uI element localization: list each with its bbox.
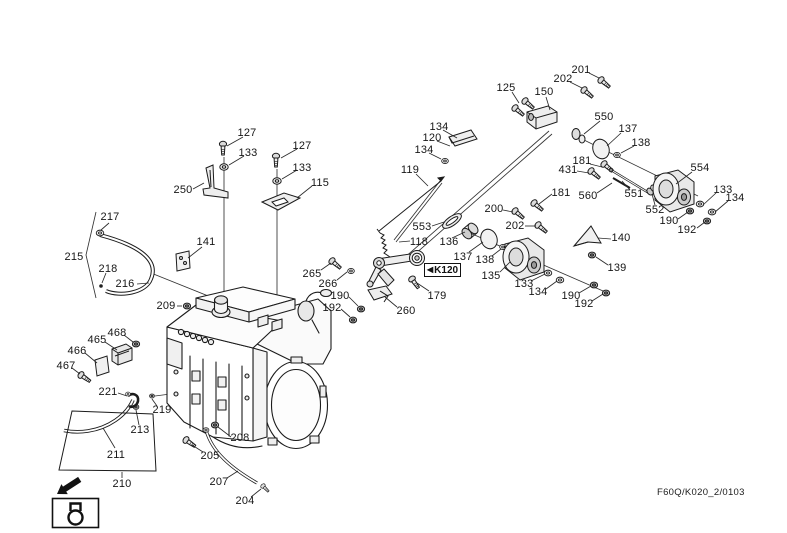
part-208-nut [210, 421, 220, 429]
part-115-bracket [260, 192, 302, 211]
part-200-bolt [510, 206, 527, 222]
brace-215 [85, 211, 97, 299]
part-127-bolt [218, 140, 228, 156]
part-266-washer [347, 268, 355, 274]
part-118-spring [376, 176, 446, 260]
parts [63, 75, 717, 494]
part-216-belt [95, 229, 155, 296]
part-179-bolt [407, 274, 422, 291]
part-141-plate [175, 250, 191, 272]
part-466-plate [94, 355, 110, 377]
part-192-nut [348, 316, 358, 324]
part-139-nut [587, 251, 597, 259]
injection-pump [166, 337, 183, 370]
part-207-tube [202, 427, 258, 485]
oil-pan [212, 436, 263, 449]
part-190-nut [589, 281, 599, 289]
part-468-nut [131, 340, 141, 348]
part-133-washer [272, 177, 282, 185]
part-lever-bellcrank [366, 250, 425, 288]
part-137-disc [480, 228, 498, 250]
turbo-elbow [319, 288, 333, 298]
part-137-disc [592, 138, 610, 160]
part-211-tube [63, 399, 135, 434]
part-465-clamp [111, 343, 133, 366]
part-120-clip [448, 129, 478, 147]
part-125-bolt [520, 96, 537, 112]
part-119-rod [378, 180, 442, 232]
part-219-clip [149, 393, 155, 399]
part-135-motor [502, 237, 545, 281]
part-202-bolt [533, 220, 550, 236]
figure-reference-code: F60Q/K020_2/0103 [657, 487, 745, 498]
part-204-screw [259, 482, 271, 494]
direction-arrow-icon [57, 476, 82, 495]
part-138-washer [613, 152, 621, 158]
leader-lines [71, 72, 729, 498]
part-221-elbow [125, 391, 140, 409]
part-192-nut [702, 217, 712, 225]
view-marker-k120: ◀ K120 [424, 263, 462, 277]
part-134-washer [707, 208, 717, 216]
part-551-rod [608, 167, 650, 195]
part-136-pulley [461, 222, 479, 240]
region-210-outline [58, 410, 157, 472]
view-marker-arrow-icon: ◀ [427, 265, 434, 274]
part-250-bracket [202, 164, 229, 199]
part-554-motor [652, 169, 695, 213]
engine-illustration [166, 286, 333, 450]
part-133-washer [543, 269, 553, 277]
part-125-bolt [510, 103, 527, 119]
part-467-bolt [76, 370, 93, 385]
part-260-bracket [367, 285, 393, 303]
part-134-washer [555, 276, 565, 284]
part-431-bolt [586, 166, 603, 182]
oil-filler-cap [213, 295, 229, 305]
part-140-bracket [572, 225, 602, 247]
part-209-nut [182, 302, 192, 310]
view-marker-code: K120 [434, 264, 459, 276]
part-550-grommet [571, 128, 586, 144]
part-192-nut [601, 289, 611, 297]
part-134-washer [441, 158, 449, 164]
part-133-washer [219, 163, 229, 171]
bulb-icon [67, 502, 84, 526]
part-218-pin [99, 284, 103, 288]
part-553-loop [442, 213, 462, 229]
part-133-washer [695, 200, 705, 208]
part-181-bolt [529, 198, 546, 214]
part-127-bolt [271, 152, 281, 168]
part-150-sleeve [526, 105, 558, 130]
part-190-nut [685, 207, 695, 215]
legend-icon-box [51, 497, 100, 529]
part-190-nut [356, 305, 366, 313]
